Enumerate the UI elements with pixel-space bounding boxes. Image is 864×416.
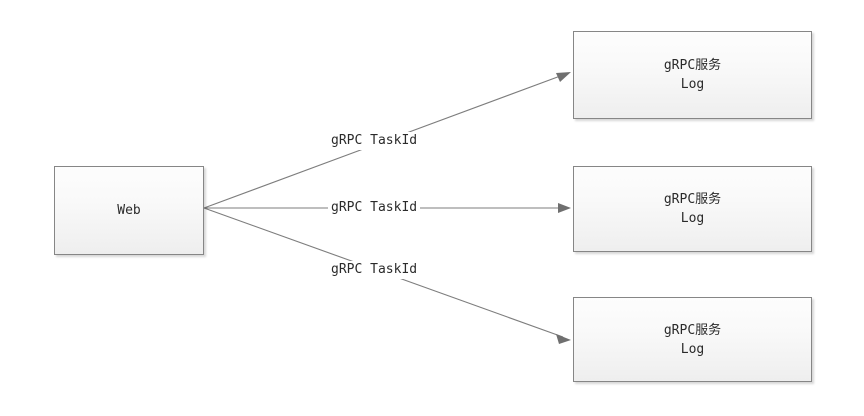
node-web[interactable]: Web — [54, 166, 204, 255]
node-grpc-service-3-label-secondary: Log — [680, 341, 705, 357]
edge-label-web-to-grpc-3: gRPC TaskId — [328, 261, 421, 279]
node-grpc-service-2-label-primary: gRPC服务 — [663, 192, 722, 207]
node-grpc-service-3-label-primary: gRPC服务 — [663, 322, 722, 338]
node-grpc-service-2[interactable]: gRPC服务 Log — [573, 166, 812, 252]
edge-label-web-to-grpc-2: gRPC TaskId — [328, 199, 421, 217]
node-grpc-service-1-label-secondary: Log — [680, 77, 705, 92]
node-web-label-primary: Web — [117, 203, 141, 218]
node-grpc-service-3[interactable]: gRPC服务 Log — [573, 297, 812, 382]
node-grpc-service-1-label-primary: gRPC服务 — [663, 58, 722, 73]
node-grpc-service-1[interactable]: gRPC服务 Log — [573, 31, 812, 119]
edge-label-web-to-grpc-1: gRPC TaskId — [328, 132, 421, 150]
node-grpc-service-2-label-secondary: Log — [680, 211, 705, 226]
